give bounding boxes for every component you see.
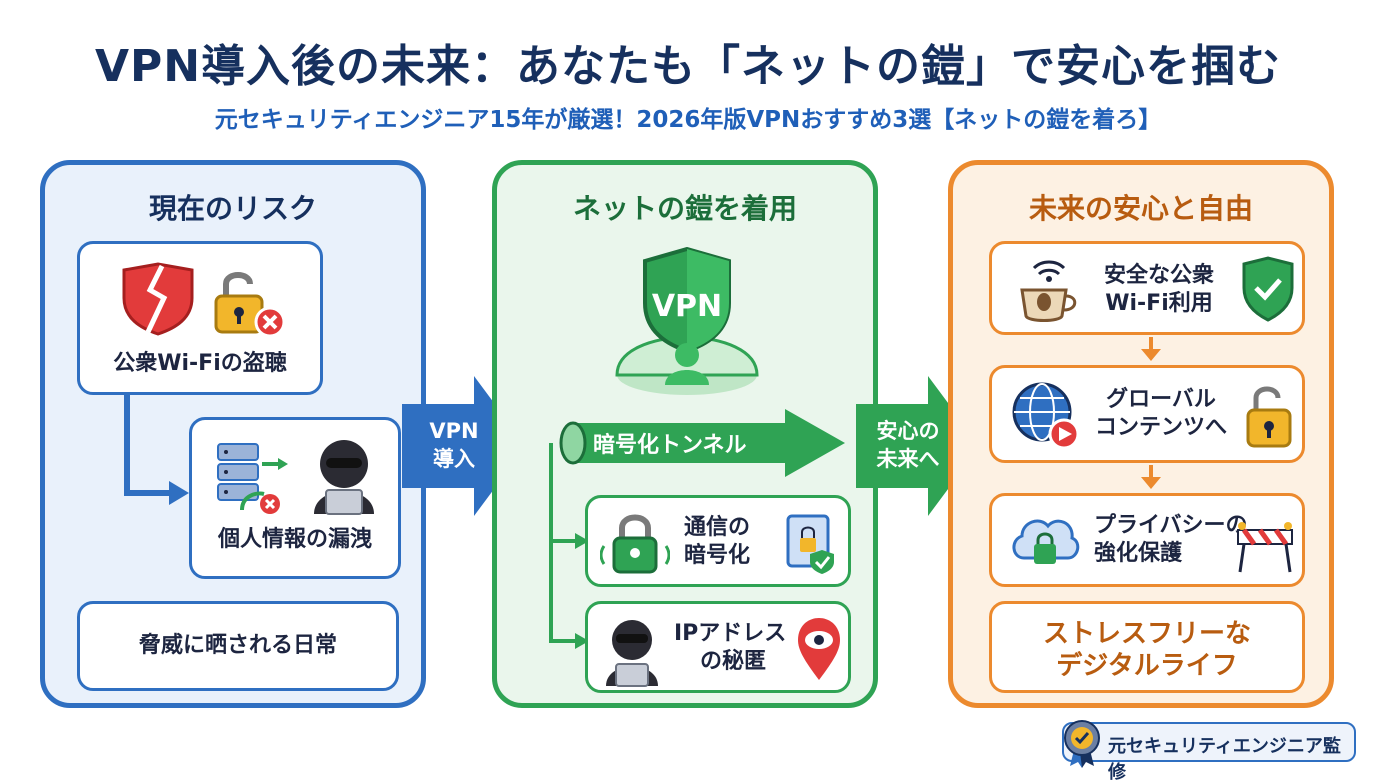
card-global-line2: コンテンツへ [1094,415,1227,440]
card-threatened-daily-label: 脅威に晒される日常 [138,633,337,658]
arrow2-line1: 安心の [876,419,940,443]
coffee-wifi-icon [1020,260,1077,322]
encryption-tunnel [559,409,845,477]
globe-play-icon [1012,382,1080,450]
award-medal-icon [1064,720,1100,768]
card-hide-ip: IPアドレス の秘匿 [585,601,851,693]
cloud-lock-icon [1012,519,1080,564]
card-privacy-line2: 強化保護 [1094,541,1183,566]
panel-current-risk: 現在のリスク 公衆Wi-Fiの盗聴 [40,160,426,708]
anonymous-user-icon [606,620,658,687]
connector-arrow [124,393,189,505]
card-stress-free: ストレスフリーな デジタルライフ [989,601,1305,693]
panel-armor-title: ネットの鎧を着用 [572,192,797,225]
location-eye-icon [798,618,840,680]
padlock-icon [600,514,670,574]
card-hide-ip-line1: IPアドレス [674,621,787,646]
page-title: VPN導入後の未来：あなたも「ネットの鎧」で安心を掴む [94,41,1282,92]
card-wifi-eavesdrop-label: 公衆Wi-Fiの盗聴 [113,351,287,376]
panel-risk-title: 現在のリスク [148,192,317,225]
card-encrypt-comm: 通信の 暗号化 [585,495,851,587]
card-safe-wifi: 安全な公衆 Wi-Fi利用 [989,241,1305,335]
panel-wear-armor: ネットの鎧を着用 VPN 暗号化トンネル 通信の 暗号化 [492,160,878,708]
arrow1-line1: VPN [429,419,479,443]
card-data-leak: 個人情報の漏洩 [189,417,401,579]
flow-arrow-down-2 [1141,465,1161,489]
card-stress-free-line1: ストレスフリーな [1042,619,1251,649]
tunnel-label: 暗号化トンネル [593,433,747,458]
panel-future-title: 未来の安心と自由 [1028,192,1253,225]
tunnel-branch-lines [549,443,589,649]
arrow2-line2: 未来へ [876,447,940,471]
barrier-icon [1237,522,1293,573]
check-shield-icon [1242,256,1294,322]
card-privacy-protection: プライバシーの 強化保護 [989,493,1305,587]
flow-arrow-down-1 [1141,337,1161,361]
badge-text: 元セキュリティエンジニア監修 [1108,736,1341,783]
arrow1-line2: 導入 [433,447,475,471]
card-threatened-daily: 脅威に晒される日常 [77,601,399,691]
card-encrypt-line2: 暗号化 [684,543,751,568]
card-hide-ip-line2: の秘匿 [700,649,767,674]
server-leak-icon [217,443,288,514]
card-global-line1: グローバル [1106,387,1216,412]
card-stress-free-line2: デジタルライフ [1056,651,1238,681]
card-global-content: グローバル コンテンツへ [989,365,1305,463]
card-wifi-eavesdrop: 公衆Wi-Fiの盗聴 [77,241,323,395]
broken-shield-icon [122,262,194,336]
unlocked-padlock-icon [1246,386,1292,448]
card-safe-wifi-line2: Wi-Fi利用 [1105,291,1213,316]
card-safe-wifi-line1: 安全な公衆 [1103,263,1214,288]
shield-vpn-text: VPN [651,289,723,324]
card-data-leak-label: 個人情報の漏洩 [217,527,372,552]
panel-future-freedom: 未来の安心と自由 安全な公衆 Wi-Fi利用 グローバル コンテンツへ [948,160,1334,708]
hacker-icon [314,440,374,515]
vpn-shield-icon [615,247,759,395]
card-encrypt-line1: 通信の [684,515,751,540]
unlocked-padlock-icon [214,272,286,338]
page-subtitle: 元セキュリティエンジニア15年が厳選！2026年版VPNおすすめ3選【ネットの鎧… [214,107,1162,133]
card-privacy-line1: プライバシーの [1094,513,1248,538]
supervision-badge: 元セキュリティエンジニア監修 [1062,720,1356,783]
secure-document-icon [786,514,834,574]
